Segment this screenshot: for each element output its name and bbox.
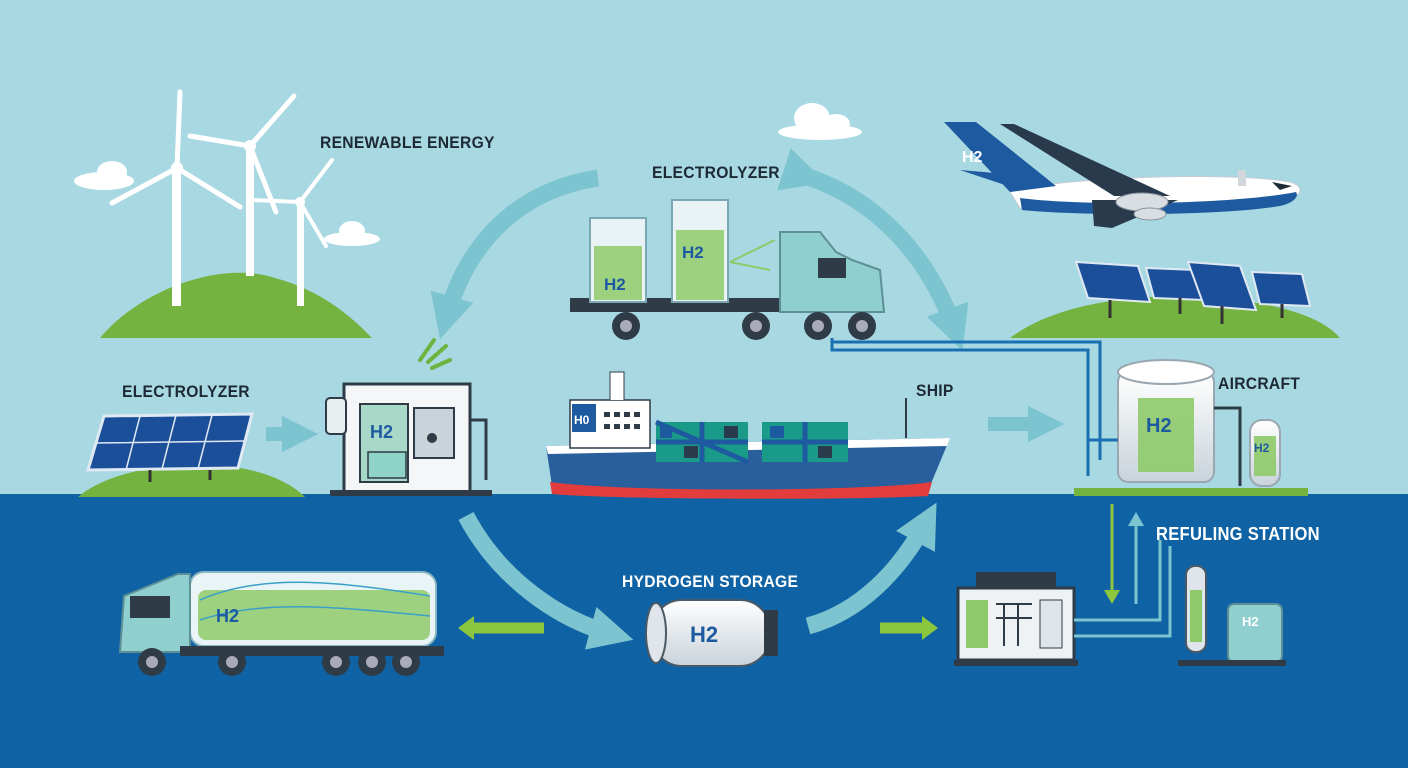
cargo-ship-icon: H0 bbox=[546, 371, 950, 499]
truck-tank-h2-label: H2 bbox=[604, 275, 626, 294]
tanker-h2-label: H2 bbox=[216, 606, 239, 626]
tanker-truck-icon: H2 bbox=[118, 571, 444, 676]
flow-arrow bbox=[777, 148, 969, 351]
cloud-icon bbox=[74, 161, 134, 190]
electrolyzer-machine-icon: H2 bbox=[325, 382, 492, 496]
refueling-station-label: REFULING STATION bbox=[1156, 524, 1320, 544]
airplane-h2-label: H2 bbox=[962, 149, 983, 166]
renewable-energy-label: RENEWABLE ENERGY bbox=[320, 133, 495, 152]
cloud-icon bbox=[778, 103, 862, 140]
flow-arrow-green-head bbox=[458, 616, 474, 640]
cloud-icon bbox=[324, 221, 380, 246]
airplane-icon: H2 bbox=[944, 122, 1301, 228]
solar-panel-icon bbox=[1074, 260, 1152, 318]
flow-arrow bbox=[458, 511, 634, 650]
solar-panel-icon bbox=[85, 412, 254, 482]
truck-tank-h2-label: H2 bbox=[682, 243, 704, 262]
ship-label: SHIP bbox=[916, 381, 954, 400]
flow-arrow bbox=[430, 169, 600, 340]
storage-h2-label: H2 bbox=[690, 622, 718, 647]
storage-tank-icon: H2 H2 bbox=[1074, 359, 1308, 496]
energy-spark-icon bbox=[418, 338, 452, 370]
solar-hill-left bbox=[78, 464, 305, 497]
electrolyzer-h2-label: H2 bbox=[370, 422, 393, 442]
solar-panel-icon bbox=[1186, 260, 1258, 324]
flow-arrow-green-head bbox=[1104, 590, 1120, 604]
hydrogen-storage-tank-icon: H2 bbox=[645, 599, 778, 667]
refuel-h2-label: H2 bbox=[1242, 614, 1259, 629]
solar-hill-right bbox=[1010, 296, 1340, 338]
wind-turbine-icon bbox=[248, 158, 334, 306]
ship-badge: H0 bbox=[574, 413, 590, 427]
solar-panel-icon bbox=[1250, 270, 1312, 318]
flow-arrow bbox=[805, 502, 937, 635]
flow-arrow-green-head bbox=[922, 616, 938, 640]
refueling-station-icon: H2 bbox=[954, 540, 1286, 666]
electrolyzer-truck-icon: H2 H2 bbox=[570, 199, 886, 340]
small-tank-h2-label: H2 bbox=[1254, 441, 1270, 455]
pipeline bbox=[832, 340, 1102, 460]
flow-arrow-blue-head bbox=[1128, 512, 1144, 526]
aircraft-label: AIRCRAFT bbox=[1218, 374, 1301, 393]
electrolyzer-left-label: ELECTROLYZER bbox=[122, 382, 250, 401]
storage-tank-h2-label: H2 bbox=[1146, 415, 1172, 437]
wind-turbine-icon bbox=[109, 89, 243, 306]
hydrogen-storage-label: HYDROGEN STORAGE bbox=[622, 572, 799, 591]
electrolyzer-top-label: ELECTROLYZER bbox=[652, 163, 780, 182]
